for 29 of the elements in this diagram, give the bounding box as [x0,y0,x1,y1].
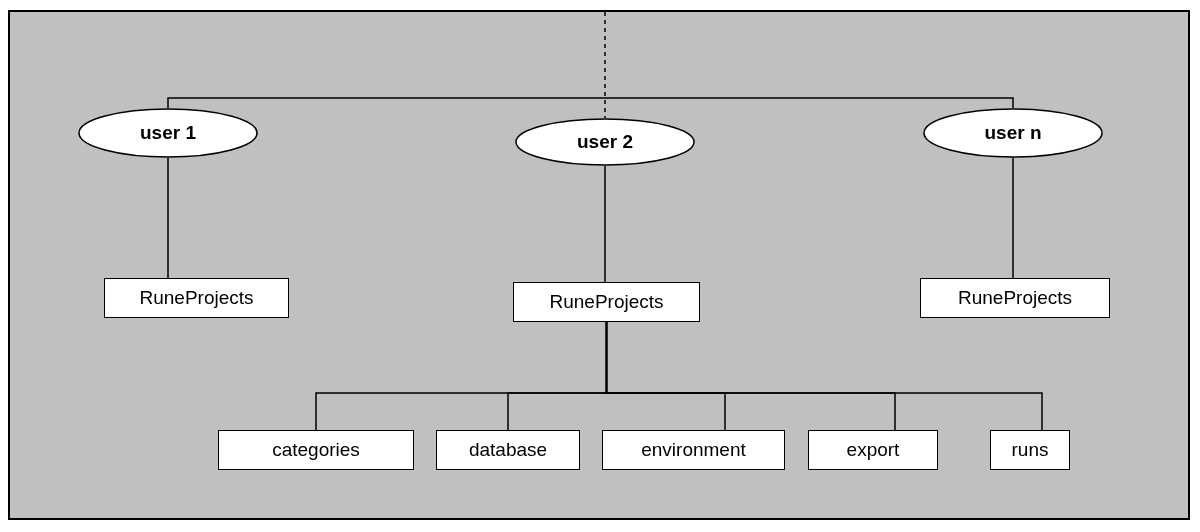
connector-line [1012,157,1014,279]
folder-box [436,430,580,470]
connector-line [605,321,1043,431]
folder-label: RuneProjects [139,285,254,310]
folder-box [218,430,414,470]
folder-label: database [468,437,548,462]
user-label: user n [984,120,1042,145]
folder-label: categories [272,437,360,462]
folder-label: runs [1011,437,1049,462]
user-label: user 1 [140,120,196,145]
folder-box [990,430,1070,470]
folder-box [808,430,938,470]
folder-label: RuneProjects [549,289,664,314]
connector-line [604,11,606,119]
folder-label: environment [641,437,746,462]
folder-box [602,430,785,470]
connector-line [604,165,606,283]
folder-box [104,278,289,318]
folder-label: RuneProjects [957,285,1073,310]
folder-box [513,282,700,322]
connector-line [167,157,169,279]
connector-line [604,97,1014,109]
user-ellipse [923,108,1103,158]
folder-label: export [846,437,900,462]
connector-line [167,97,606,109]
folder-box [920,278,1110,318]
user-label: user 2 [577,129,633,154]
user-ellipse [515,118,695,166]
user-ellipse [78,108,258,158]
